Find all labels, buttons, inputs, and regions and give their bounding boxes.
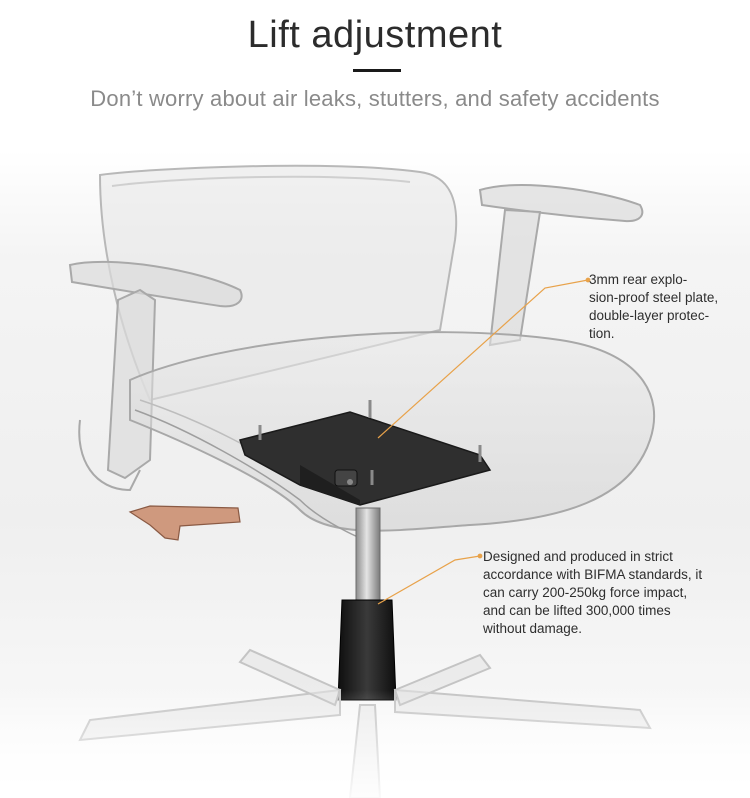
chair-lift-illustration — [0, 164, 750, 798]
page-title: Lift adjustment — [247, 14, 503, 56]
gas-lift-cylinder — [337, 599, 397, 701]
leader-line-plate — [377, 279, 589, 439]
right-armrest — [478, 184, 644, 347]
page-subtitle: Don’t worry about air leaks, stutters, a… — [90, 86, 660, 111]
callout-plate-line: 3mm rear explo- — [589, 272, 688, 287]
callout-plate-line: double-layer protec- — [589, 308, 710, 323]
callout-lift-line: can carry 200-250kg force impact, — [483, 585, 688, 600]
callout-lift-line: and can be lifted 300,000 times — [483, 603, 671, 618]
chrome-piston — [355, 507, 381, 609]
callout-steel-plate: 3mm rear explo- sion-proof steel plate, … — [589, 271, 749, 343]
title-underline — [353, 69, 401, 72]
callout-lift-line: without damage. — [483, 621, 583, 636]
callout-lift-line: accordance with BIFMA standards, it — [483, 567, 703, 582]
adjustment-lever — [128, 505, 241, 541]
callout-leaders — [377, 277, 591, 605]
callout-plate-line: sion-proof steel plate, — [589, 290, 719, 305]
callout-plate-line: tion. — [589, 326, 615, 341]
steel-mounting-plate — [239, 400, 492, 506]
leader-line-lift — [377, 555, 481, 605]
leader-dot-lift — [477, 553, 483, 559]
leader-dot-plate — [585, 277, 591, 283]
callout-gas-lift: Designed and produced in strict accordan… — [483, 548, 738, 638]
callout-lift-line: Designed and produced in strict — [483, 549, 673, 564]
